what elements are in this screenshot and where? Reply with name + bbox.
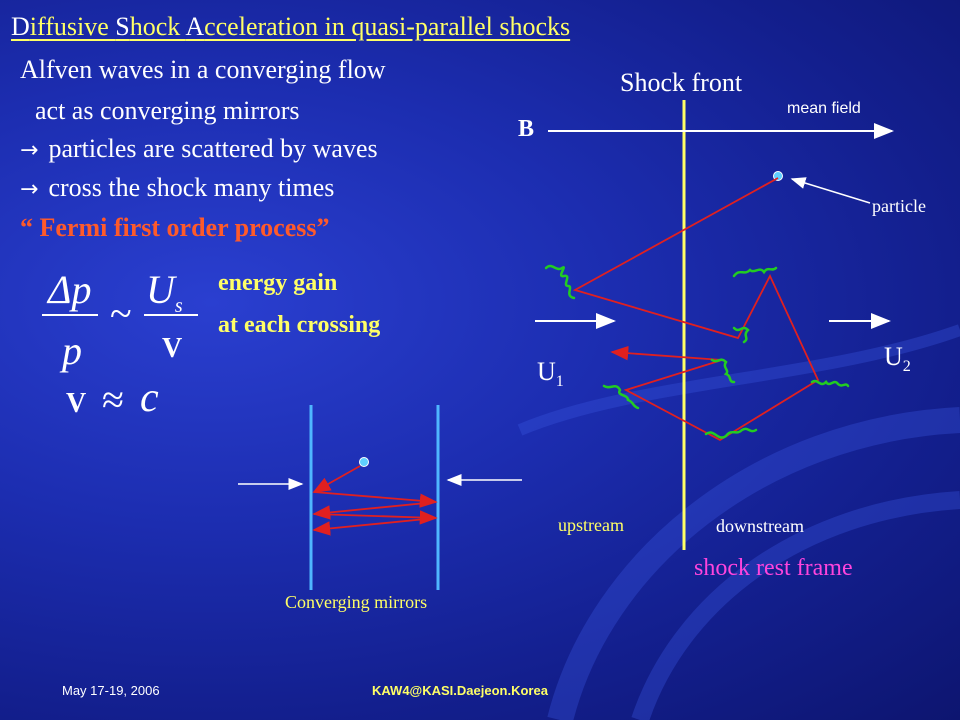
text-line-3: →particles are scattered by waves [20, 134, 378, 163]
text-line-2: act as converging mirrors [35, 96, 300, 125]
wave-3 [732, 326, 750, 344]
text-line-1: Alfven waves in a converging flow [20, 55, 386, 84]
approx-left: V [66, 388, 87, 419]
u1-label: U1 [537, 357, 564, 391]
b-field-label: B [518, 116, 535, 142]
energy-gain-line-2: at each crossing [218, 312, 381, 338]
mirror-particle-dot [359, 457, 369, 467]
upstream-label: upstream [558, 515, 624, 535]
particle-trajectory [572, 177, 820, 442]
wave-7 [704, 427, 758, 439]
formula-denominator-right: V [162, 333, 183, 364]
approx-right: c [140, 375, 159, 421]
formula-denominator-left: p [62, 328, 82, 373]
formula-tilde: ~ [110, 291, 132, 336]
text-line-4: →cross the shock many times [20, 173, 335, 202]
wave-4 [710, 358, 736, 384]
particle-label: particle [872, 196, 926, 216]
mean-field-label: mean field [787, 100, 861, 117]
wave-5 [810, 379, 850, 388]
footer-date: May 17-19, 2006 [62, 683, 160, 698]
slide-title: Diffusive Shock Acceleration in quasi-pa… [11, 12, 571, 41]
u2-label: U2 [884, 342, 911, 376]
energy-gain-line-1: energy gain [218, 270, 338, 296]
formula-numerator-right: Us [146, 267, 183, 317]
fermi-process-label: “ Fermi first order process” [20, 213, 330, 242]
particle-exit-arrow [610, 345, 723, 361]
downstream-label: downstream [716, 516, 804, 536]
particle-pointer-arrow [790, 177, 871, 204]
footer-conference: KAW4@KASI.Daejeon.Korea [372, 683, 548, 698]
formula-numerator-left: Δp [48, 267, 92, 312]
alfven-waves [544, 264, 850, 439]
right-arrow-icon: → [20, 177, 39, 202]
right-arrow-icon: → [20, 138, 39, 163]
shock-rest-frame-label: shock rest frame [694, 555, 853, 581]
converging-mirrors-label: Converging mirrors [285, 592, 428, 612]
shock-front-label: Shock front [620, 68, 743, 97]
wave-1 [544, 264, 576, 300]
wave-6 [602, 384, 640, 410]
approx-symbol: ≈ [102, 377, 124, 422]
wave-2 [732, 266, 778, 278]
mirror-bounce-path [312, 465, 438, 536]
